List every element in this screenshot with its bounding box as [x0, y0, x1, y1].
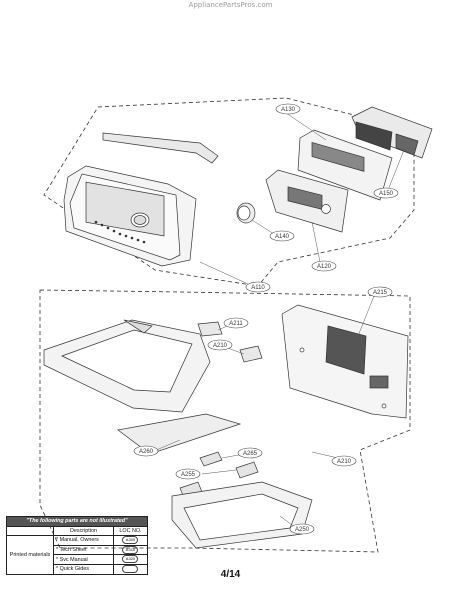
callout-label: A211 — [229, 321, 243, 327]
callout-label: A140 — [275, 234, 290, 240]
not-illustrated-parts-table: "The following parts are not illustrated… — [6, 516, 149, 575]
row-description: * Svc Manual — [53, 554, 114, 565]
hinge-brackets-part — [197, 321, 263, 363]
control-bracket-part — [351, 106, 433, 159]
page-number: 4/14 — [220, 569, 241, 580]
callout-label: A120 — [317, 264, 332, 270]
table-row: * Quick Gides — [7, 563, 149, 575]
callout-oval — [133, 445, 159, 457]
callout-oval — [175, 468, 201, 480]
group-label: Printed materials — [6, 535, 54, 575]
callout-oval — [245, 281, 271, 293]
loc-oval: A310 — [122, 545, 139, 554]
loc-oval: A300 — [122, 536, 139, 545]
callout-label: A215 — [373, 290, 388, 296]
callout-label: A210 — [337, 459, 352, 465]
callout-label: A250 — [295, 527, 310, 533]
display-board-part — [297, 129, 393, 201]
callout-label: A110 — [251, 285, 265, 291]
lower-frame-part — [171, 481, 313, 549]
row-description: * Manual, Owners — [53, 535, 114, 546]
table-title: "The following parts are not illustrated… — [6, 516, 148, 527]
callout-label: A210 — [213, 343, 228, 349]
callout-label: A130 — [281, 107, 296, 113]
control-knob-part — [236, 202, 256, 224]
top-lid-part — [43, 319, 211, 413]
callout-oval — [373, 187, 399, 199]
callout-oval — [289, 523, 315, 535]
callout-oval — [223, 317, 249, 329]
callout-oval — [331, 455, 357, 467]
watermark: AppliancePartsPros.com — [188, 1, 273, 9]
loc-oval — [122, 565, 139, 574]
filter-cover-part — [117, 413, 242, 455]
callout-label: A255 — [181, 472, 196, 478]
callout-oval — [269, 230, 295, 242]
callout-oval — [311, 260, 337, 272]
loc-oval: A320 — [122, 555, 139, 564]
top-trim-part — [102, 132, 219, 164]
control-panel-housing-part — [63, 165, 197, 267]
row-description: * Tech Sheet — [53, 544, 114, 556]
upper-assembly-boundary — [43, 97, 415, 287]
display-pcb-part — [265, 169, 349, 233]
rear-panel-part — [281, 304, 409, 419]
callout-oval — [367, 286, 393, 298]
callout-label: A260 — [139, 449, 154, 455]
callout-label: A150 — [379, 191, 394, 197]
callout-oval — [275, 103, 301, 115]
callout-label: A265 — [243, 451, 258, 457]
callout-oval — [207, 339, 233, 351]
callout-oval — [237, 447, 263, 459]
column-header-description: Description — [53, 525, 114, 537]
column-header-loc: LOC NO. — [112, 525, 149, 537]
table-row: Printed materials * Manual, Owners A300 — [6, 535, 149, 575]
